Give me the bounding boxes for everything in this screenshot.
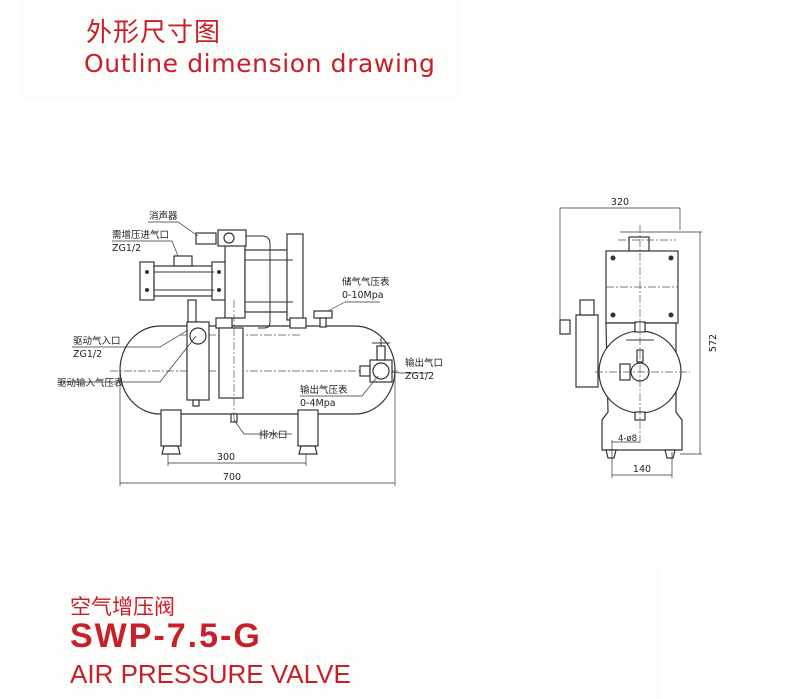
- label-boost-inlet-thread: ZG1/2: [112, 243, 141, 254]
- front-view: 消声器 需增压进气口 ZG1/2 储气气压表 0-10Mpa 驱动气入口 ZG1…: [57, 210, 443, 486]
- storage-gauge: [313, 310, 333, 319]
- leg-left: [160, 409, 182, 447]
- page-title-cn: 外形尺寸图: [86, 18, 222, 48]
- drive-gauge: [189, 327, 207, 345]
- muffler: [195, 232, 217, 245]
- label-drive-inlet: 驱动气入口: [73, 335, 121, 347]
- product-model: SWP-7.5-G: [70, 617, 262, 655]
- label-drain: 排水口: [259, 429, 288, 441]
- dim-overall-height: 572: [708, 334, 719, 352]
- label-boost-inlet: 需增压进气口: [112, 229, 169, 241]
- label-storage-gauge: 储气气压表: [342, 276, 390, 288]
- label-drive-gauge: 驱动输入气压表: [57, 377, 124, 389]
- product-name-cn: 空气增压阀: [70, 595, 175, 619]
- side-filter: [575, 314, 599, 388]
- label-outlet-thread: ZG1/2: [405, 371, 434, 382]
- dim-overall-length: 700: [223, 472, 241, 483]
- drive-cylinder: [139, 261, 155, 301]
- label-outlet: 输出气口: [405, 357, 443, 369]
- dim-foot-spacing: 140: [633, 464, 651, 475]
- page-title-en: Outline dimension drawing: [84, 49, 436, 78]
- product-name-en: AIR PRESSURE VALVE: [70, 659, 351, 689]
- output-gauge: [372, 362, 390, 380]
- tank: [119, 325, 396, 415]
- dim-overall-width: 320: [611, 197, 629, 208]
- dim-mount-holes: 4-ø8: [618, 434, 637, 444]
- header-panel: [20, 0, 460, 100]
- leg-right: [297, 409, 319, 447]
- product-panel: [15, 565, 660, 699]
- label-output-gauge: 输出气压表: [300, 384, 348, 396]
- label-muffler: 消声器: [149, 210, 178, 222]
- label-output-gauge-range: 0-4Mpa: [300, 398, 336, 409]
- label-storage-gauge-range: 0-10Mpa: [342, 290, 384, 301]
- booster-body: [224, 243, 246, 319]
- side-view: 320 572 4-ø8 140: [559, 197, 719, 478]
- dim-leg-spacing: 300: [217, 452, 235, 463]
- label-drive-inlet-thread: ZG1/2: [73, 349, 102, 360]
